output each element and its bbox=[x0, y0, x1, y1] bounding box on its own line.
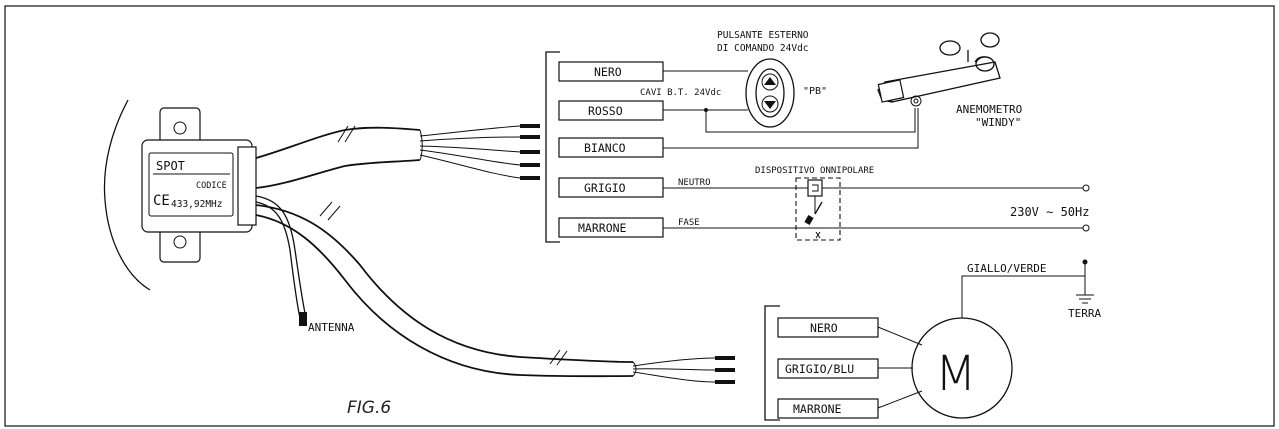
terminal-motor-marrone: MARRONE bbox=[777, 398, 879, 419]
cable-note: CAVI B.T. 24Vdc bbox=[640, 88, 721, 98]
figure-label: FIG.6 bbox=[347, 398, 391, 418]
wire-label: GRIGIO bbox=[584, 181, 626, 195]
module-name: SPOT bbox=[156, 159, 185, 173]
omnipolar-switch: DISPOSITIVO ONNIPOLARE NEUTRO FASE 230V … bbox=[663, 166, 1090, 241]
up-arrow-icon bbox=[764, 77, 776, 85]
wire-label: MARRONE bbox=[578, 221, 627, 235]
motor-symbol: M bbox=[935, 346, 976, 402]
wire-label: NERO bbox=[810, 321, 838, 335]
anemometer: ANEMOMETRO "WINDY" bbox=[877, 32, 1022, 129]
supply-terminal bbox=[1082, 224, 1090, 232]
neutral-label: NEUTRO bbox=[678, 178, 711, 188]
wire-label: MARRONE bbox=[793, 402, 842, 416]
terminal-motor-grigio-blu: GRIGIO/BLU bbox=[777, 358, 879, 379]
phase-label: FASE bbox=[678, 218, 700, 228]
pushbutton-tag: "PB" bbox=[803, 86, 827, 97]
module-code-label: CODICE bbox=[196, 181, 227, 191]
motor-terminal-block: NERO GRIGIO/BLU MARRONE bbox=[764, 305, 879, 421]
supply-terminal bbox=[1082, 184, 1090, 192]
wire-tip bbox=[520, 176, 540, 180]
pushbutton-title-2: DI COMANDO 24Vdc bbox=[717, 43, 809, 54]
ground-label: TERRA bbox=[1068, 307, 1101, 320]
mounting-outline bbox=[103, 99, 151, 291]
terminal-rosso: ROSSO bbox=[558, 100, 664, 121]
pushbutton-wiring bbox=[663, 70, 919, 149]
anemometer-label-1: ANEMOMETRO bbox=[956, 103, 1022, 116]
ground-wire-label: GIALLO/VERDE bbox=[967, 262, 1046, 275]
wire-tip bbox=[715, 356, 735, 360]
wire-tip bbox=[520, 163, 540, 167]
wire-label: BIANCO bbox=[584, 141, 626, 155]
pushbutton: PULSANTE ESTERNO DI COMANDO 24Vdc "PB" C… bbox=[640, 30, 827, 128]
receiver-module: SPOT CODICE CE 433,92MHz bbox=[141, 107, 257, 263]
terminal-marrone: MARRONE bbox=[558, 217, 664, 238]
top-cable bbox=[255, 124, 540, 189]
anemometer-label-2: "WINDY" bbox=[975, 116, 1021, 129]
terminal-motor-nero: NERO bbox=[777, 317, 879, 338]
wire-tip bbox=[715, 368, 735, 372]
pushbutton-title-1: PULSANTE ESTERNO bbox=[717, 30, 809, 41]
diagram-frame bbox=[4, 5, 1275, 427]
switch-label: DISPOSITIVO ONNIPOLARE bbox=[755, 166, 874, 176]
terminal-nero: NERO bbox=[558, 61, 664, 82]
wire-label: ROSSO bbox=[588, 104, 623, 118]
top-terminal-block: NERO ROSSO BIANCO GRIGIO MARRONE bbox=[545, 51, 664, 243]
motor-cable bbox=[255, 201, 735, 384]
terminal-bianco: BIANCO bbox=[558, 137, 664, 158]
ground: GIALLO/VERDE TERRA bbox=[961, 259, 1101, 320]
down-arrow-icon bbox=[764, 101, 776, 109]
wire-label: NERO bbox=[594, 65, 622, 79]
wire-tip bbox=[715, 380, 735, 384]
antenna-label: ANTENNA bbox=[308, 321, 355, 334]
antenna-cable: ANTENNA bbox=[255, 195, 355, 334]
supply-label: 230V ∼ 50Hz bbox=[1010, 205, 1089, 219]
wire-label: GRIGIO/BLU bbox=[785, 362, 854, 376]
module-frequency: 433,92MHz bbox=[171, 199, 222, 210]
wire-tip bbox=[520, 135, 540, 139]
ce-mark: CE bbox=[153, 193, 170, 209]
wire-tip bbox=[520, 150, 540, 154]
wire-tip bbox=[520, 124, 540, 128]
motor: M bbox=[877, 317, 1013, 419]
terminal-grigio: GRIGIO bbox=[558, 177, 664, 198]
